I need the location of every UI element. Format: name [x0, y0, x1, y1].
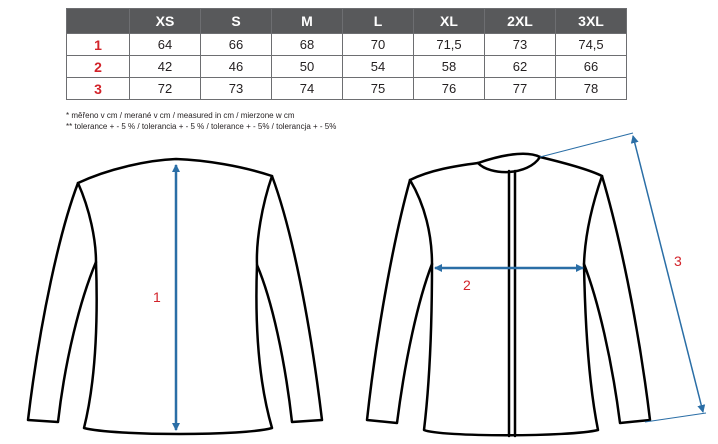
- table-cell: 58: [413, 55, 485, 78]
- header-corner: [66, 8, 130, 34]
- table-cell: 78: [555, 77, 627, 100]
- table-cell: 68: [271, 33, 343, 56]
- measurement-notes: * měřeno v cm / merané v cm / measured i…: [66, 110, 336, 132]
- sleeve-label: 3: [674, 253, 682, 269]
- header-xl: XL: [413, 8, 485, 34]
- table-cell: 74,5: [555, 33, 627, 56]
- header-m: M: [271, 8, 343, 34]
- size-table: XS S M L XL 2XL 3XL 1 64 66 68 70 71,5 7…: [66, 8, 627, 100]
- table-cell: 75: [342, 77, 414, 100]
- header-l: L: [342, 8, 414, 34]
- table-cell: 66: [200, 33, 272, 56]
- table-header-row: XS S M L XL 2XL 3XL: [66, 8, 627, 34]
- table-cell: 77: [484, 77, 556, 100]
- header-2xl: 2XL: [484, 8, 556, 34]
- sleeve-guide-top: [539, 132, 634, 158]
- table-row: 1 64 66 68 70 71,5 73 74,5: [66, 33, 627, 56]
- jacket-front-outline: [365, 152, 652, 438]
- tolerance-note: ** tolerance + - 5 % / tolerancia + - 5 …: [66, 122, 337, 131]
- table-row: 3 72 73 74 75 76 77 78: [66, 77, 627, 100]
- length-label: 1: [153, 289, 161, 305]
- header-3xl: 3XL: [555, 8, 627, 34]
- jacket-back-outline: [26, 157, 324, 436]
- row-label: 3: [66, 77, 130, 100]
- table-cell: 54: [342, 55, 414, 78]
- table-cell: 73: [200, 77, 272, 100]
- sleeve-guide-bottom: [644, 412, 707, 423]
- chest-label: 2: [463, 277, 471, 293]
- sleeve-arrow: [630, 135, 706, 413]
- measured-note: * měřeno v cm / merané v cm / measured i…: [66, 111, 295, 120]
